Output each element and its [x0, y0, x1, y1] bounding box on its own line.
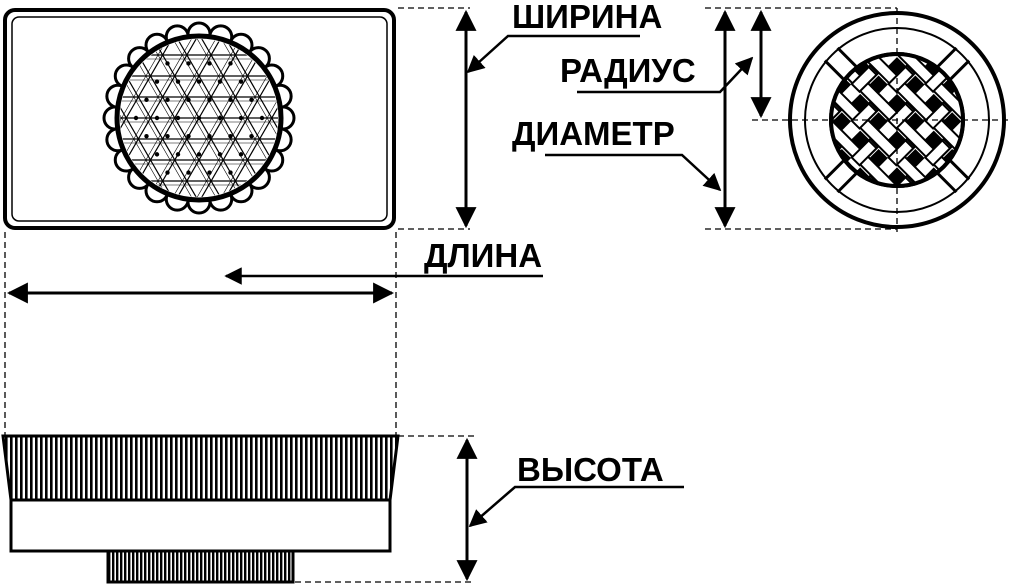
- spokes: [823, 46, 971, 194]
- leader-lines: [224, 34, 754, 528]
- diameter-leader: [545, 153, 722, 192]
- ribbed-upper-section: [1, 434, 400, 502]
- label-width: ШИРИНА: [512, 0, 662, 35]
- label-radius: РАДИУС: [560, 52, 696, 89]
- housing-inner: [11, 16, 388, 222]
- housing-outer: [3, 8, 396, 230]
- height-leader: [468, 485, 684, 528]
- radius-leader: [577, 56, 754, 94]
- label-length: ДЛИНА: [424, 237, 542, 274]
- top-view: [3, 8, 396, 230]
- dimension-lines: [4, 7, 1012, 583]
- label-diameter: ДИАМЕТР: [512, 115, 675, 152]
- round-view: [788, 11, 1006, 229]
- ribbed-base-ring: [106, 549, 295, 584]
- side-view: [1, 434, 400, 584]
- width-leader: [466, 34, 640, 74]
- dimension-arrows: [6, 9, 772, 582]
- label-height: ВЫСОТА: [517, 451, 664, 488]
- plain-band: [9, 498, 392, 553]
